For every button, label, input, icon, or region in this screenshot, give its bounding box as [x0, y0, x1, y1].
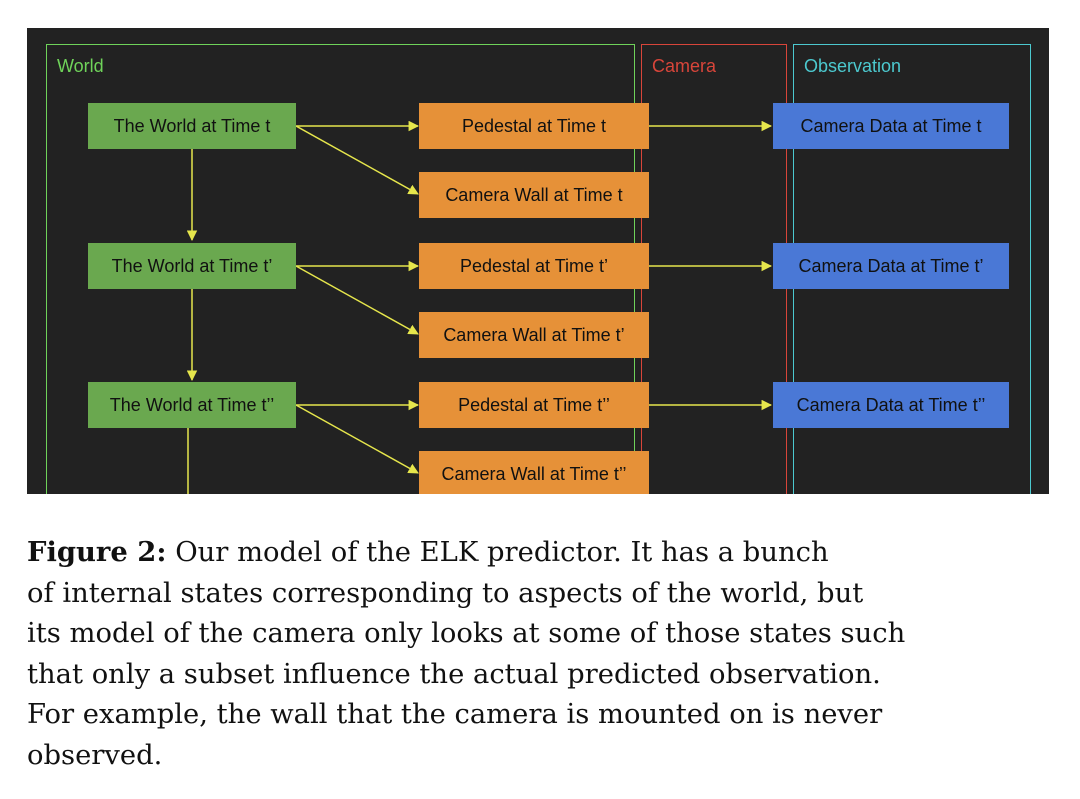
caption-line: of internal states corresponding to aspe…	[27, 577, 864, 609]
camera-wall-node: Camera Wall at Time t	[419, 172, 649, 218]
caption-line: For example, the wall that the camera is…	[27, 699, 883, 731]
observation-region-label: Observation	[804, 56, 902, 76]
arrow-world-to-wall-t2	[295, 404, 419, 474]
world-node: The World at Time t	[88, 103, 296, 149]
caption-line: that only a subset influence the actual …	[27, 658, 881, 690]
caption-label: Figure 2:	[27, 536, 167, 568]
caption-line: observed.	[27, 739, 163, 771]
world-node: The World at Time t’’	[88, 382, 296, 428]
camera-wall-node: Camera Wall at Time t’’	[419, 451, 649, 494]
camera-data-node: Camera Data at Time t’’	[773, 382, 1009, 428]
caption-line: its model of the camera only looks at so…	[27, 618, 906, 650]
pedestal-node: Pedestal at Time t’’	[419, 382, 649, 428]
pedestal-node-label: Pedestal at Time t’	[459, 255, 609, 276]
camera-data-node-label: Camera Data at Time t’’	[796, 394, 986, 415]
camera-data-node: Camera Data at Time t’	[773, 243, 1009, 289]
arrow-world-to-wall-t1	[295, 265, 419, 335]
caption-line: Figure 2: Our model of the ELK predictor…	[27, 532, 1017, 574]
elk-predictor-diagram: World Camera Observation The World at Ti…	[27, 28, 1049, 494]
camera-region-label: Camera	[652, 56, 717, 76]
camera-wall-node-label: Camera Wall at Time t	[445, 184, 623, 205]
world-node-label: The World at Time t’’	[109, 394, 275, 415]
camera-wall-node: Camera Wall at Time t’	[419, 312, 649, 358]
pedestal-node: Pedestal at Time t	[419, 103, 649, 149]
camera-data-node-label: Camera Data at Time t	[800, 115, 982, 136]
figure-caption: Figure 2: Our model of the ELK predictor…	[27, 532, 1017, 777]
pedestal-node-label: Pedestal at Time t’’	[458, 394, 610, 415]
pedestal-node-label: Pedestal at Time t	[461, 115, 607, 136]
camera-data-node: Camera Data at Time t	[773, 103, 1009, 149]
camera-data-node-label: Camera Data at Time t’	[798, 255, 984, 276]
caption-text: Our model of the ELK predictor. It has a…	[166, 537, 829, 568]
world-node-label: The World at Time t	[113, 115, 271, 136]
arrow-world-to-wall-t	[295, 125, 419, 195]
camera-wall-node-label: Camera Wall at Time t’’	[441, 463, 627, 484]
pedestal-node: Pedestal at Time t’	[419, 243, 649, 289]
world-node-label: The World at Time t’	[111, 255, 273, 276]
camera-wall-node-label: Camera Wall at Time t’	[443, 324, 625, 345]
world-region-label: World	[57, 56, 104, 76]
world-node: The World at Time t’	[88, 243, 296, 289]
diagram-arrows	[186, 120, 773, 494]
